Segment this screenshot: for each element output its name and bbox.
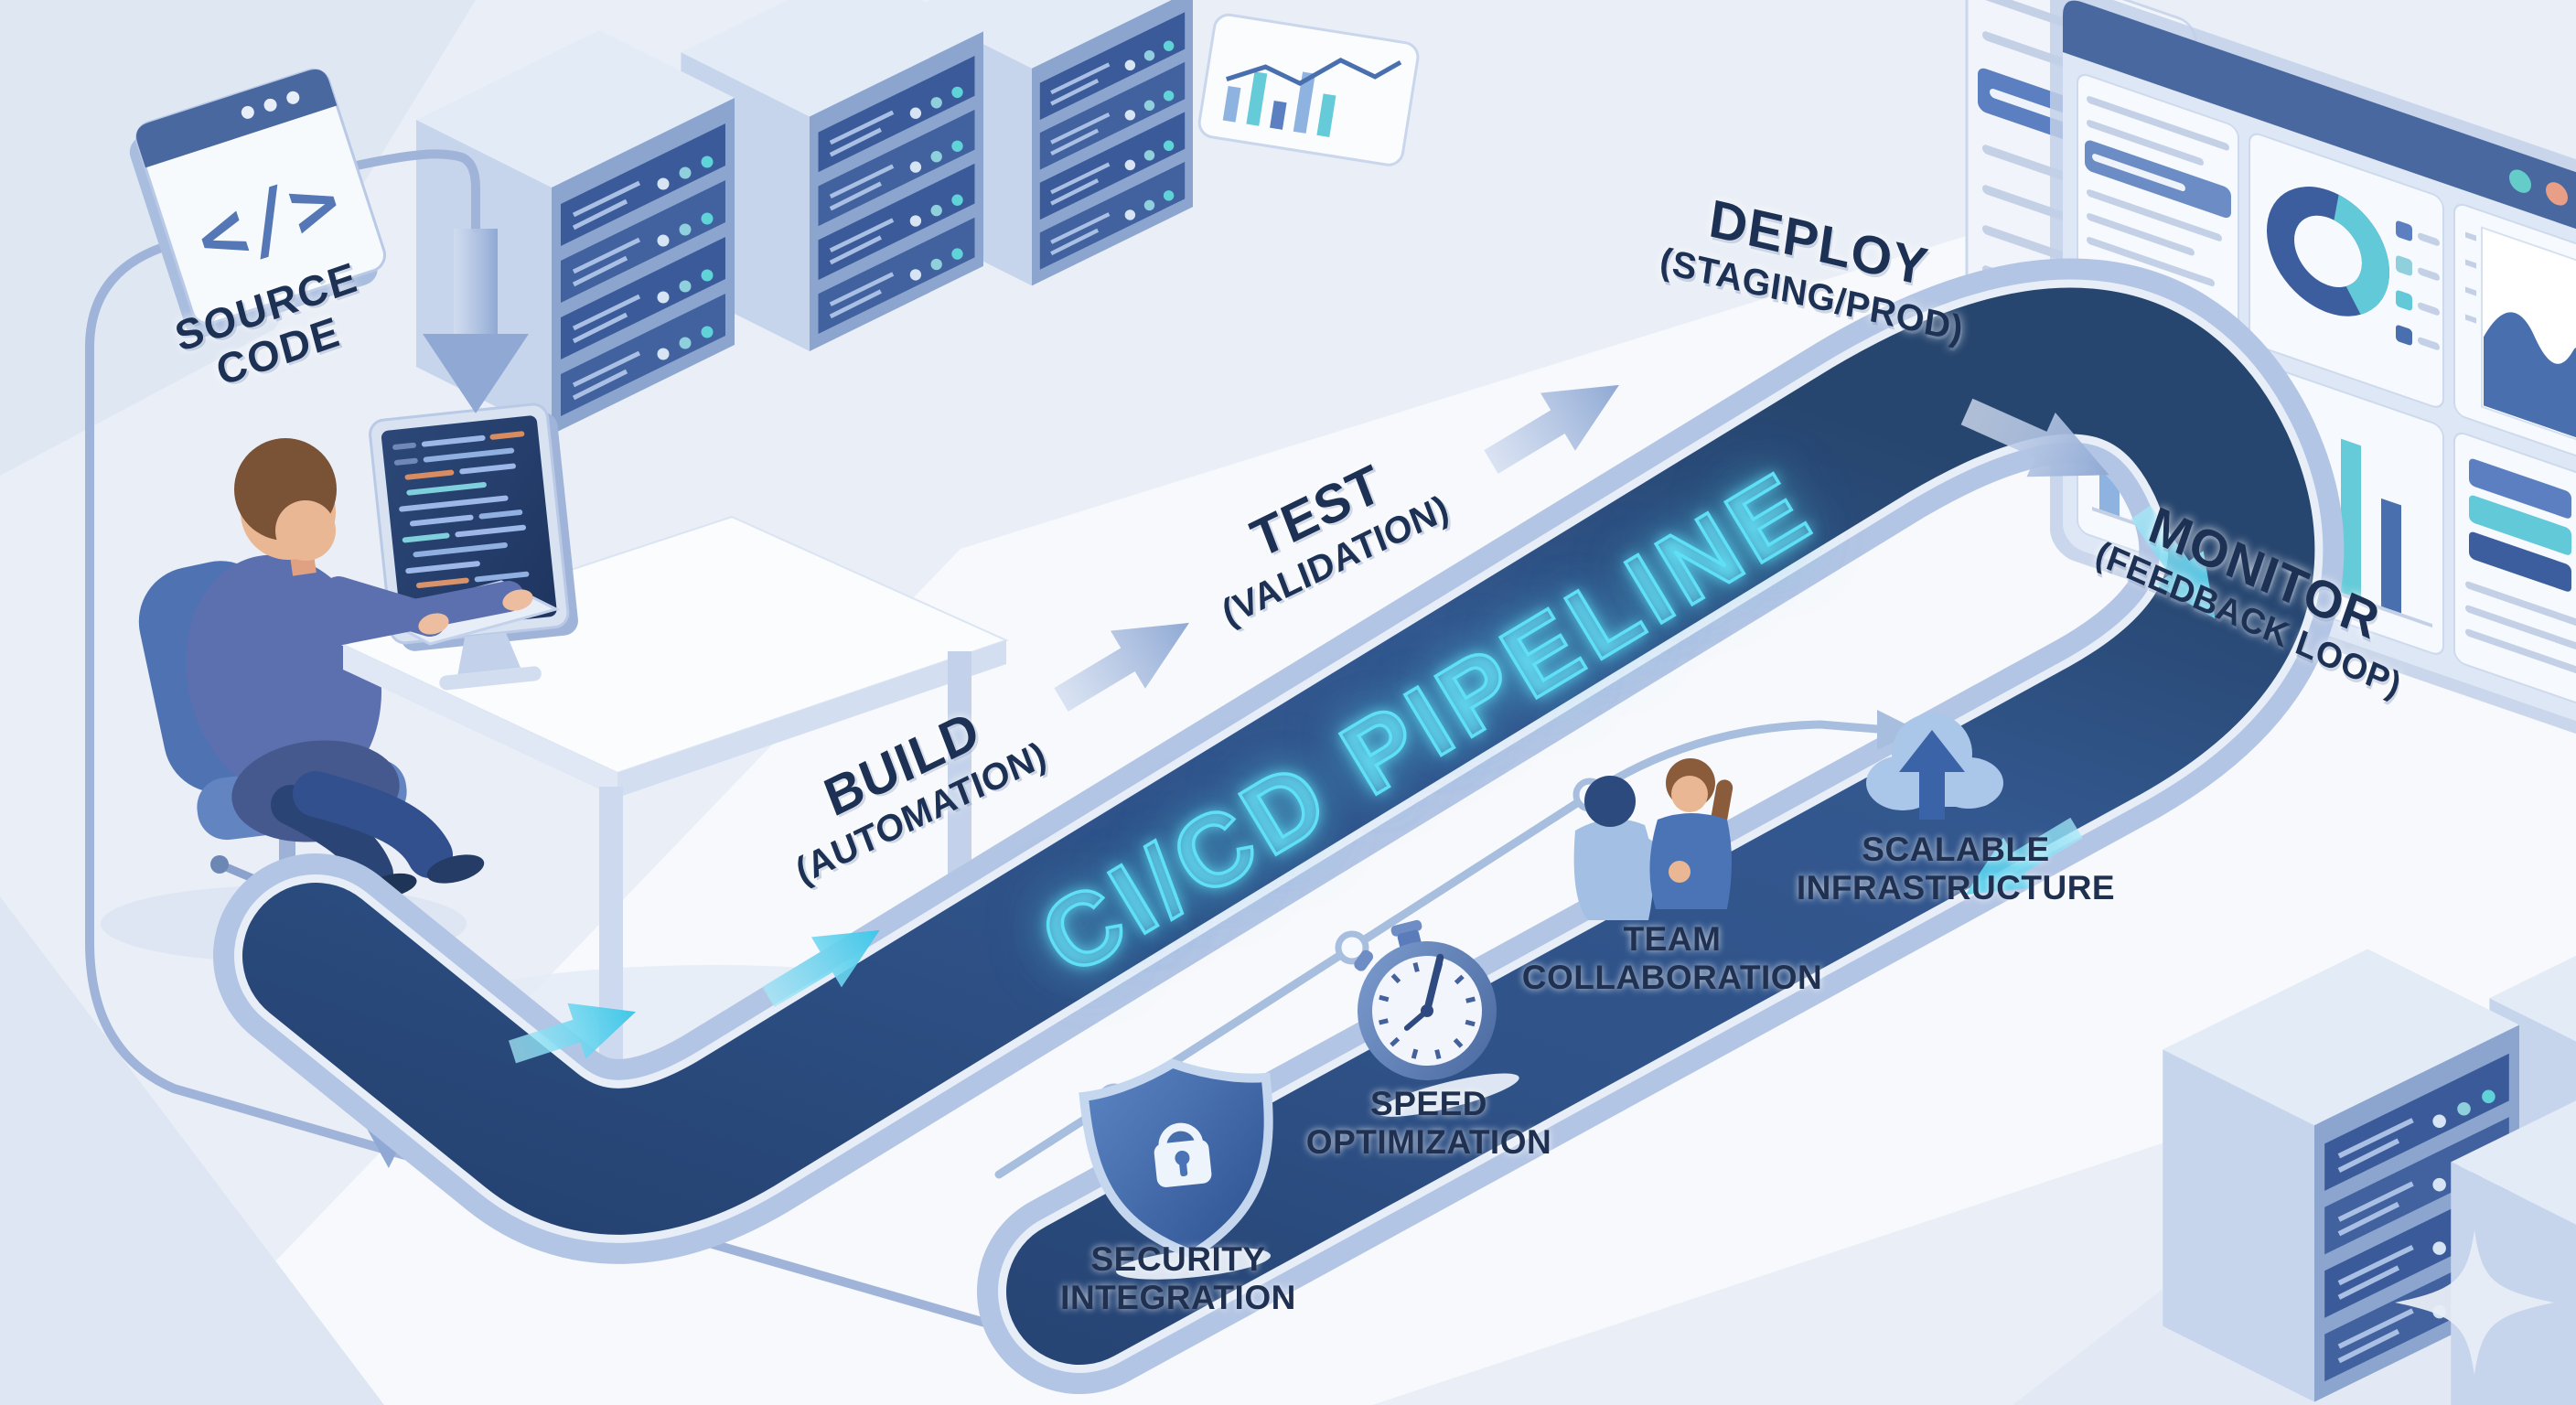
sparkle-watermark-icon xyxy=(2395,1230,2554,1375)
code-window-icon: </> xyxy=(129,68,386,338)
window-titlebar xyxy=(136,69,338,168)
person-hand xyxy=(418,613,449,635)
person-head xyxy=(1671,776,1708,812)
dashboard-titlebar xyxy=(2063,0,2576,249)
window-dot-teal-icon xyxy=(2509,169,2531,193)
shield-lock-icon xyxy=(1079,1058,1273,1280)
monitor-stand xyxy=(457,632,521,675)
connector-node xyxy=(1335,930,1369,965)
connector-arrowhead-icon xyxy=(1877,710,1919,750)
person-hand xyxy=(502,589,533,611)
team-handshake-icon xyxy=(1573,758,1733,920)
window-dot-orange-icon xyxy=(2546,182,2568,206)
line-chart-icon xyxy=(1226,58,1402,87)
metrics-card xyxy=(1197,13,1420,166)
person-arm xyxy=(306,581,524,649)
handshake-hands xyxy=(1669,861,1690,883)
down-arrow-icon xyxy=(423,229,529,413)
cloud-scale-icon xyxy=(1866,713,2003,820)
person-leg xyxy=(293,771,453,878)
floor-shade-left xyxy=(0,896,384,1405)
source-code-connector xyxy=(348,149,529,413)
up-arrow-icon xyxy=(1899,730,1965,820)
pipeline-path xyxy=(213,258,2345,1394)
person-head xyxy=(1584,776,1636,827)
dashboard-donut-panel xyxy=(2249,133,2444,408)
server-rack-cluster-bottom xyxy=(2163,913,2576,1405)
person-shoe xyxy=(426,854,485,884)
stopwatch-icon xyxy=(1354,919,1519,1117)
